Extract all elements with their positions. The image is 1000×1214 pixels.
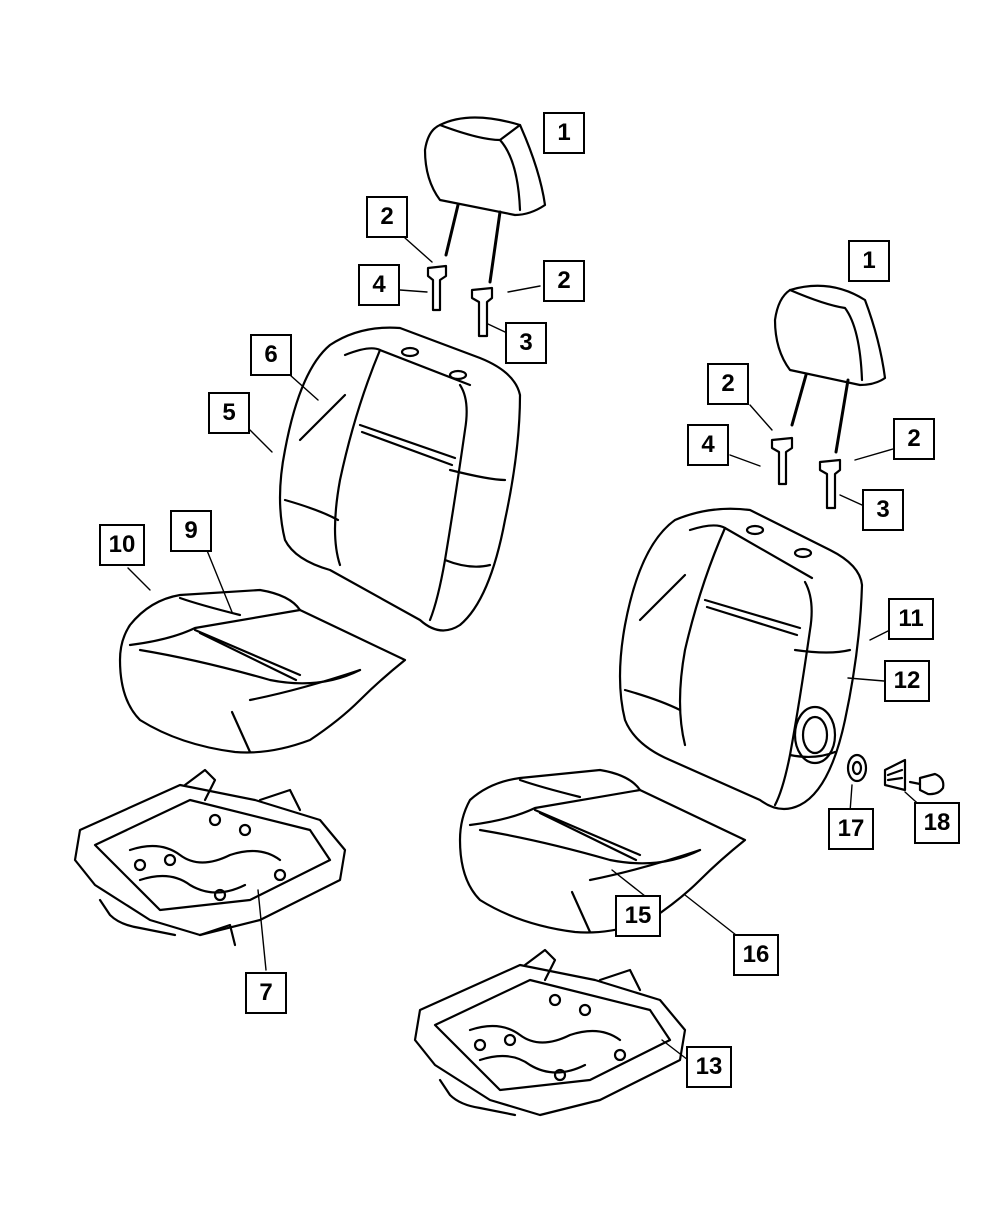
callout-17: 17 bbox=[828, 808, 874, 850]
callout-1-right-headrest: 1 bbox=[848, 240, 890, 282]
callout-2-left-sleeve-b: 2 bbox=[543, 260, 585, 302]
right-seat-back bbox=[618, 507, 864, 811]
callout-2-right-sleeve: 2 bbox=[707, 363, 749, 405]
callout-4-left: 4 bbox=[358, 264, 400, 306]
callout-2-left-sleeve: 2 bbox=[366, 196, 408, 238]
left-seat-frame bbox=[73, 768, 347, 947]
right-seat-frame bbox=[413, 948, 687, 1117]
left-seat-cushion bbox=[118, 588, 407, 754]
trim-cover-and-knob-parts bbox=[846, 753, 945, 796]
callout-1-left-headrest: 1 bbox=[543, 112, 585, 154]
callout-5: 5 bbox=[208, 392, 250, 434]
left-headrest bbox=[423, 116, 547, 284]
callout-9: 9 bbox=[170, 510, 212, 552]
callout-16: 16 bbox=[733, 934, 779, 976]
callout-13: 13 bbox=[686, 1046, 732, 1088]
callout-7: 7 bbox=[245, 972, 287, 1014]
right-headrest bbox=[773, 284, 887, 454]
left-guide-sleeves bbox=[426, 264, 494, 338]
callout-10: 10 bbox=[99, 524, 145, 566]
callout-3-right: 3 bbox=[862, 489, 904, 531]
right-guide-sleeves bbox=[770, 436, 842, 510]
callout-4-right: 4 bbox=[687, 424, 729, 466]
callout-6: 6 bbox=[250, 334, 292, 376]
callout-11: 11 bbox=[888, 598, 934, 640]
callout-18: 18 bbox=[914, 802, 960, 844]
leader-lines bbox=[127, 237, 926, 1061]
callout-3-left: 3 bbox=[505, 322, 547, 364]
callout-15: 15 bbox=[615, 895, 661, 937]
callout-12: 12 bbox=[884, 660, 930, 702]
callout-2-right-sleeve-b: 2 bbox=[893, 418, 935, 460]
left-seat-back bbox=[278, 326, 522, 632]
